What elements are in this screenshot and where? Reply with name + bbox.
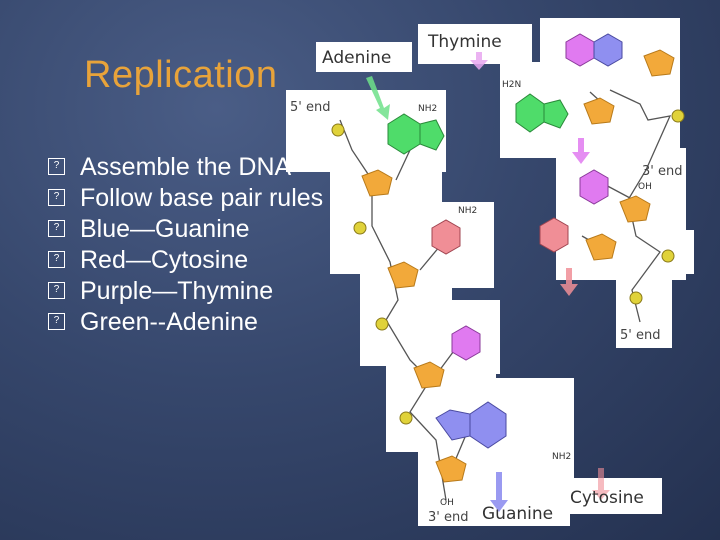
- cytosine-hexagon: [539, 217, 569, 253]
- checkbox-icon: ?: [48, 220, 65, 237]
- checkbox-icon: ?: [48, 158, 65, 175]
- bullet-item: ? Red—Cytosine: [48, 245, 328, 276]
- atom-label: NH2: [458, 206, 478, 216]
- three-end-bottom-label: 3' end: [428, 510, 469, 525]
- bullet-text: Blue—Guanine: [80, 215, 250, 243]
- phosphate-icon: [671, 109, 685, 123]
- thymine-label: Thymine: [428, 32, 502, 52]
- arrow-icon: [572, 138, 590, 164]
- guanine-label: Guanine: [482, 504, 554, 524]
- adenine-pentagon: [543, 99, 569, 129]
- cytosine-label: Cytosine: [570, 488, 644, 508]
- bullet-text: Purple—Thymine: [80, 277, 274, 305]
- adenine-hexagon: [387, 113, 421, 155]
- phosphate-icon: [629, 291, 643, 305]
- bullet-text: Green--Adenine: [80, 308, 258, 336]
- atom-label: H2N: [502, 80, 522, 90]
- sugar-pentagon: [387, 261, 419, 289]
- cytosine-hexagon: [431, 219, 461, 255]
- arrow-icon: [470, 52, 488, 70]
- bullet-list: ? Assemble the DNA ? Follow base pair rule…: [48, 152, 328, 338]
- thymine-hexagon: [565, 33, 595, 67]
- checkbox-icon: ?: [48, 189, 65, 206]
- checkbox-icon: ?: [48, 251, 65, 268]
- five-end-right-label: 5' end: [620, 328, 661, 343]
- three-end-right-label: 3' end: [642, 164, 683, 179]
- atom-label: OH: [440, 498, 454, 508]
- arrow-icon: [366, 76, 390, 120]
- atom-label: NH2: [418, 104, 438, 114]
- sugar-pentagon: [361, 169, 393, 197]
- sugar-pentagon: [435, 455, 467, 483]
- checkbox-icon: ?: [48, 313, 65, 330]
- thymine-hexagon: [451, 325, 481, 361]
- sugar-pentagon: [583, 97, 615, 125]
- phosphate-icon: [331, 123, 345, 137]
- bullet-item: ? Purple—Thymine: [48, 276, 328, 307]
- bullet-item: ? Blue—Guanine: [48, 214, 328, 245]
- slide-title: Replication: [84, 54, 278, 96]
- bullet-item: ? Green--Adenine: [48, 307, 328, 338]
- atom-label: NH2: [552, 452, 572, 462]
- atom-label: OH: [638, 182, 652, 192]
- adenine-pentagon: [419, 119, 445, 151]
- thymine-hexagon: [579, 169, 609, 205]
- bullet-text: Assemble the DNA: [80, 153, 292, 181]
- bullet-item: ? Assemble the DNA: [48, 152, 328, 183]
- arrow-icon: [560, 268, 578, 296]
- sugar-pentagon: [585, 233, 617, 261]
- bullet-text: Follow base pair rules: [80, 184, 324, 212]
- guanine-pentagon: [435, 409, 471, 441]
- adenine-label: Adenine: [322, 48, 392, 68]
- phosphate-icon: [661, 249, 675, 263]
- sugar-pentagon: [643, 49, 675, 77]
- bullet-item: ? Follow base pair rules: [48, 183, 328, 214]
- fragment-thymine-label: [418, 24, 532, 64]
- phosphate-icon: [353, 221, 367, 235]
- phosphate-icon: [399, 411, 413, 425]
- checkbox-icon: ?: [48, 282, 65, 299]
- guanine-hexagon: [469, 401, 507, 449]
- adenine-hexagon: [515, 93, 545, 133]
- fragment-cytosine-label: [562, 478, 662, 514]
- fragment-adenine-label: [316, 42, 412, 72]
- arrow-icon: [592, 468, 610, 500]
- arrow-icon: [490, 472, 508, 512]
- phosphate-icon: [375, 317, 389, 331]
- fragment-5end-right: [616, 276, 672, 348]
- thymine-hexagon: [593, 33, 623, 67]
- sugar-pentagon: [413, 361, 445, 389]
- five-end-top-label: 5' end: [290, 100, 331, 115]
- sugar-pentagon: [619, 195, 651, 223]
- bullet-text: Red—Cytosine: [80, 246, 249, 274]
